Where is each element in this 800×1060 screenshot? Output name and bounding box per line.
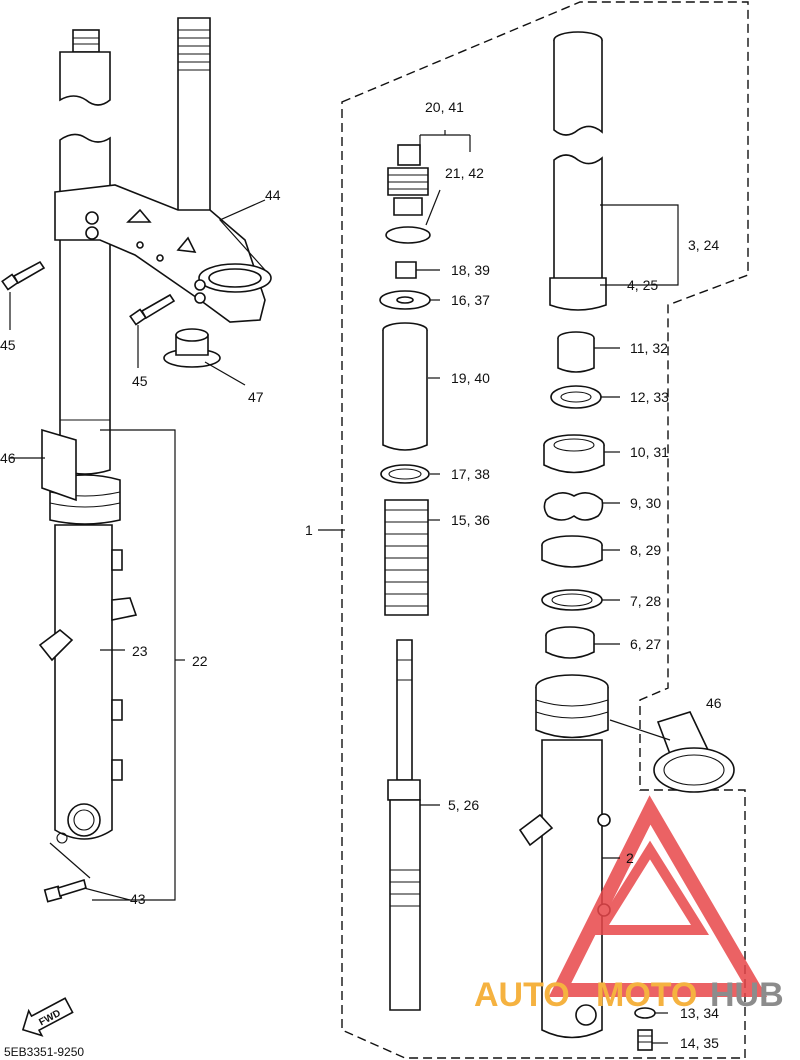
callout-4-25: 4, 25 [627,277,658,293]
part-20-41-cap-bolt [387,144,429,216]
part-21-42-o-ring [385,226,431,244]
cap-47 [163,328,221,368]
part-7-28-washer [541,589,603,611]
bolt-45-right [129,293,176,326]
assembly-boundary-dashed [341,1,749,1059]
left-inner-tube [59,29,111,475]
callout-1: 1 [305,522,313,538]
part-15-36-spring [384,499,429,616]
watermark-text-hub: HUB [710,976,784,1014]
watermark-logo [548,795,768,997]
part-3-24-inner-tube [549,31,607,311]
callout-21-42: 21, 42 [445,165,484,181]
callout-5-26: 5, 26 [448,797,479,813]
watermark-text-auto: AUTO [474,976,570,1014]
callout-8-29: 8, 29 [630,542,661,558]
part-14-35-bolt [637,1029,653,1051]
damper-stack [379,144,431,1011]
watermark-text-moto: MOTO [596,976,697,1014]
fork-guard-46-left [41,428,77,502]
callout-2: 2 [626,850,634,866]
callout-13-34: 13, 34 [680,1005,719,1021]
part-11-32-bushing [557,331,595,373]
callout-18-39: 18, 39 [451,262,490,278]
callout-12-33: 12, 33 [630,389,669,405]
callout-15-36: 15, 36 [451,512,490,528]
callout-46-left: 46 [0,450,16,466]
part-6-27-bushing [545,626,595,659]
part-12-33-retainer [550,385,602,409]
part-17-38-washer [380,464,430,484]
assembled-fork-left [1,17,272,903]
fork-guard-46-right [653,711,735,793]
part-8-29-seal [541,535,603,568]
callout-11-32: 11, 32 [630,340,668,356]
diagram-code: 5EB3351-9250 [4,1045,84,1059]
part-18-39-nut [395,261,417,279]
callout-16-37: 16, 37 [451,292,490,308]
part-19-40-spacer [382,322,428,451]
leader-lines [9,130,679,1044]
part-10-31-oil-seal [543,434,605,474]
callout-45-right: 45 [132,373,148,389]
callout-47: 47 [248,389,264,405]
callout-23: 23 [132,643,148,659]
callout-14-35: 14, 35 [680,1035,719,1051]
watermark-triangle [548,795,768,997]
bolt-43 [43,878,87,903]
part-16-37-washer [379,290,431,310]
left-outer-tube [38,474,138,844]
callout-6-27: 6, 27 [630,636,661,652]
part-9-30-clip [543,492,604,521]
callout-3-24: 3, 24 [688,237,719,253]
part-5-26-damper-rod [387,639,421,1011]
exploded-tube-set-right [518,31,735,1051]
callout-9-30: 9, 30 [630,495,661,511]
callout-labels: 20, 41 21, 42 18, 39 16, 37 19, 40 17, 3… [0,99,722,1051]
left-upper-tube-stem [177,17,211,226]
under-bracket [54,184,272,323]
callout-45-left: 45 [0,337,16,353]
callout-44: 44 [265,187,281,203]
callout-22: 22 [192,653,208,669]
callout-10-31: 10, 31 [630,444,669,460]
callout-46-right: 46 [706,695,722,711]
callout-17-38: 17, 38 [451,466,490,482]
callout-20-41: 20, 41 [425,99,464,115]
bolt-45-left [1,260,46,291]
callout-43: 43 [130,891,146,907]
callout-7-28: 7, 28 [630,593,661,609]
fwd-arrow: FWD [21,997,74,1037]
part-2-outer-tube [518,674,611,1039]
callout-19-40: 19, 40 [451,370,490,386]
